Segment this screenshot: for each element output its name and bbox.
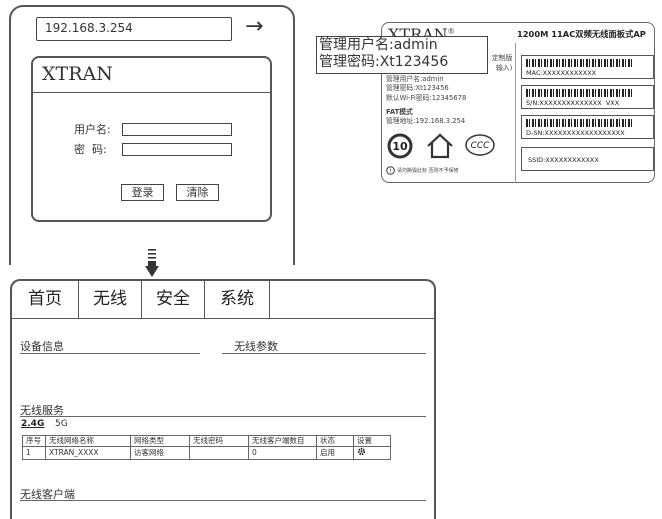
- tab-system[interactable]: 系统: [205, 281, 270, 318]
- tab-home[interactable]: 首页: [12, 281, 79, 318]
- down-arrow-icon: [145, 249, 159, 277]
- wireless-clients-title: 无线客户端: [20, 488, 75, 501]
- password-input[interactable]: [122, 143, 232, 156]
- label-custom-a: 定制版: [492, 54, 513, 62]
- label-model: 1200M 11AC双频无线面板式AP: [517, 29, 646, 39]
- column-header: 无线客户端数目: [248, 435, 317, 447]
- dsn-text: D-SN:XXXXXXXXXXXXXXXXXX: [526, 129, 625, 137]
- tab-wireless[interactable]: 无线: [79, 281, 142, 318]
- wireless-params-title: 无线参数: [234, 340, 278, 353]
- label-custom-b: 输入): [496, 64, 513, 72]
- band-tab-24g[interactable]: 2.4G: [21, 419, 45, 429]
- label-admin-user: 管理用户名:admin: [386, 75, 444, 83]
- svg-text:!: !: [389, 168, 391, 175]
- login-header: XTRAN: [33, 58, 270, 93]
- device-label: XTRAN® 1200M 11AC双频无线面板式AP 定制版 输入) 管理用户名…: [381, 22, 655, 183]
- section-rule: [20, 353, 200, 354]
- table-row: 1 XTRAN_XXXX 访客网络 0 启用: [22, 446, 391, 460]
- barcode-bars: [526, 119, 632, 127]
- login-button[interactable]: 登录: [121, 184, 164, 201]
- sn-text: S/N:XXXXXXXXXXXXXX VXX: [526, 99, 620, 107]
- table-header-row: 序号 无线网络名称 网络类型 无线密码 无线客户端数目 状态 设置: [22, 435, 391, 447]
- tab-security[interactable]: 安全: [142, 281, 205, 318]
- username-label: 用户名:: [74, 123, 111, 136]
- section-rule: [20, 416, 426, 417]
- column-header: 无线网络名称: [45, 435, 131, 447]
- svg-text:CCC: CCC: [471, 141, 491, 151]
- column-header: 设置: [353, 435, 391, 447]
- credentials-callout: 管理用户名:admin 管理密码:Xt123456: [316, 36, 488, 74]
- label-wifi-pass: 默认Wi-Fi密码:12345678: [386, 94, 467, 102]
- address-bar[interactable]: 192.168.3.254: [36, 17, 232, 41]
- table-cell: 1: [22, 446, 46, 460]
- username-input[interactable]: [122, 123, 232, 136]
- house-icon: [427, 133, 453, 159]
- table-cell: XTRAN_XXXX: [45, 446, 131, 460]
- label-admin-pass: 管理密码:Xt123456: [386, 84, 449, 92]
- barcode-bars: [526, 59, 632, 67]
- mac-barcode: MAC:XXXXXXXXXXXX: [521, 55, 654, 79]
- wireless-service-table: 序号 无线网络名称 网络类型 无线密码 无线客户端数目 状态 设置 1 XTRA…: [22, 435, 391, 460]
- gear-icon[interactable]: [357, 447, 366, 456]
- band-tab-5g[interactable]: 5G: [55, 419, 68, 429]
- dsn-barcode: D-SN:XXXXXXXXXXXXXXXXXX: [521, 115, 654, 139]
- table-cell: 0: [248, 446, 317, 460]
- table-cell: 启用: [316, 446, 354, 460]
- ccc-icon: CCC: [465, 134, 495, 156]
- label-mode: FAT模式: [386, 108, 413, 116]
- rohs-10-icon: 10: [387, 133, 413, 159]
- sn-version: VXX: [605, 99, 620, 107]
- barcode-bars: [526, 89, 632, 97]
- section-rule: [222, 353, 426, 354]
- arrow-right-icon[interactable]: →: [245, 14, 264, 39]
- tab-bar: 首页 无线 安全 系统: [12, 281, 434, 319]
- table-cell: [189, 446, 249, 460]
- info-icon: !: [386, 166, 395, 175]
- clear-button[interactable]: 清除: [176, 184, 219, 201]
- login-logo: XTRAN: [42, 63, 113, 85]
- label-warning: 请勿撕毁此标 否则不予保修: [397, 168, 459, 174]
- browser-frame: [9, 5, 295, 265]
- sn-barcode: S/N:XXXXXXXXXXXXXX VXX: [521, 85, 654, 109]
- label-divider: [515, 43, 516, 183]
- column-header: 序号: [22, 435, 46, 447]
- wireless-service-title: 无线服务: [20, 404, 64, 417]
- section-rule: [20, 500, 426, 501]
- admin-panel: 首页 无线 安全 系统 设备信息 无线参数 无线服务 2.4G 5G 序号 无线…: [10, 279, 436, 519]
- ssid-box: SSID:XXXXXXXXXXXX: [521, 147, 654, 171]
- label-mgmt-addr: 管理地址:192.168.3.254: [386, 117, 466, 125]
- column-header: 无线密码: [189, 435, 249, 447]
- password-label: 密 码:: [74, 143, 107, 156]
- table-cell: [353, 446, 391, 460]
- callout-password: 管理密码:Xt123456: [319, 54, 449, 70]
- svg-text:10: 10: [392, 140, 408, 153]
- column-header: 状态: [316, 435, 354, 447]
- callout-username: 管理用户名:admin: [319, 37, 438, 53]
- ssid-text: SSID:XXXXXXXXXXXX: [528, 156, 599, 164]
- device-info-title: 设备信息: [20, 340, 64, 353]
- column-header: 网络类型: [130, 435, 190, 447]
- login-dialog: XTRAN 用户名: 密 码: 登录 清除: [31, 56, 272, 222]
- mac-text: MAC:XXXXXXXXXXXX: [526, 69, 597, 77]
- table-cell: 访客网络: [130, 446, 190, 460]
